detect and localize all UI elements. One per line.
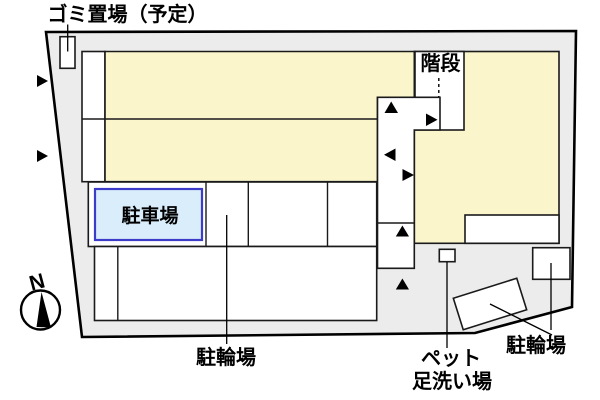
corridor [376, 96, 441, 270]
garbage-area-label: ゴミ置場（予定） [48, 2, 208, 26]
door-arrow-up-icon [384, 101, 398, 113]
pet-wash-label-line1: ペット [421, 348, 481, 370]
north-compass-icon: N [19, 269, 62, 331]
entrance-arrow-icon [37, 150, 48, 162]
bottom-row [93, 245, 378, 322]
door-arrow-up-icon [395, 278, 409, 290]
building-left-gallery [81, 50, 106, 183]
stairs-label: 階段 [421, 51, 461, 75]
bicycle-right-label: 駐輪場 [506, 333, 566, 357]
building-left-wing [104, 50, 416, 183]
compass-needle [36, 292, 51, 328]
direction-markers [37, 75, 438, 290]
compass-north-label: N [27, 269, 48, 295]
door-arrow-left-icon [384, 148, 396, 161]
parking-lot-label: 駐車場 [121, 204, 178, 227]
entrance-arrow-icon [37, 75, 48, 87]
parking-lot-box [93, 187, 204, 242]
door-arrow-up-icon [395, 225, 409, 237]
pet-wash-label-line2: 足洗い場 [412, 370, 492, 393]
bicycle-rotated-leader-line [489, 303, 553, 336]
bicycle-left-label: 駐輪場 [196, 345, 256, 369]
door-arrow-right-icon [402, 169, 414, 181]
pet-wash-box [438, 248, 456, 263]
right-wing-recess [464, 214, 560, 245]
door-arrow-right-icon [426, 113, 438, 126]
